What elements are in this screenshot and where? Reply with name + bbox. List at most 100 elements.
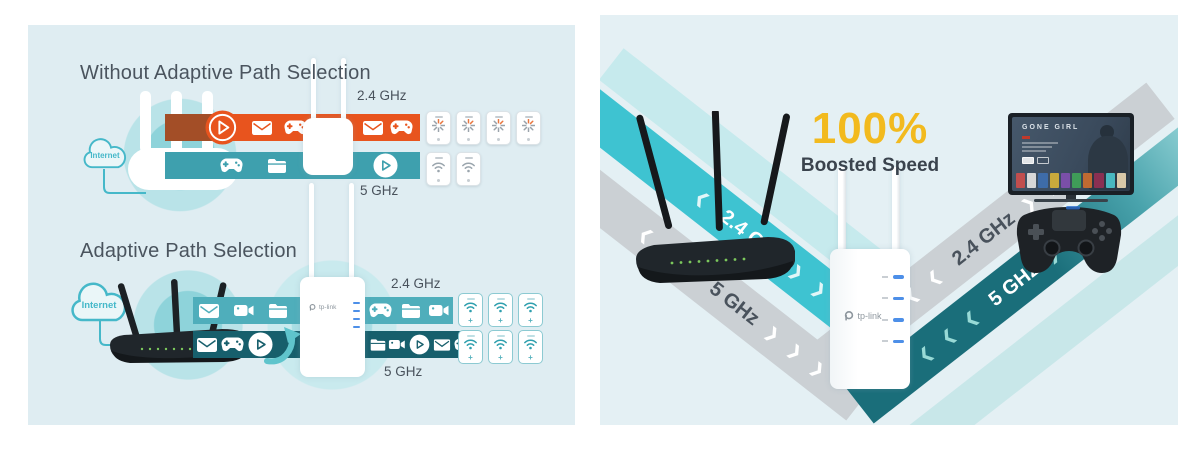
mail-icon — [252, 120, 272, 135]
tp-link-logo: tp-link — [830, 311, 896, 321]
phone-device: + — [488, 330, 513, 364]
folder-icon — [369, 338, 387, 352]
mail-icon — [199, 303, 219, 318]
tv-stand — [1066, 195, 1076, 199]
client-phones-24ghz: +++ — [458, 293, 543, 327]
band-icons — [363, 114, 413, 141]
status-leds — [882, 275, 904, 343]
tv-play-button — [1022, 157, 1034, 164]
camera-icon — [387, 338, 407, 351]
tp-link-logo: tp-link — [309, 304, 336, 311]
path-switch-arrow-icon — [264, 327, 301, 365]
folder-icon — [268, 158, 286, 173]
band-icons — [220, 152, 286, 179]
status-leds — [353, 302, 360, 328]
spinner-icon — [461, 118, 476, 137]
tv-more-button — [1037, 157, 1049, 164]
play-icon — [407, 332, 432, 357]
black-router — [636, 111, 795, 283]
spinner-icon — [491, 118, 506, 137]
phone-device: + — [518, 293, 543, 327]
range-extender: tp-link — [830, 249, 910, 389]
mail-icon — [197, 337, 217, 352]
boost-headline: 100% Boosted Speed — [775, 107, 965, 177]
wifi-icon — [431, 160, 446, 178]
diagram-title: Without Adaptive Path Selection — [80, 61, 371, 84]
router-antenna — [140, 91, 151, 153]
wifi-icon — [523, 337, 538, 355]
phone-device — [456, 152, 481, 186]
extender-antenna — [838, 167, 846, 253]
extender-antenna — [349, 183, 354, 281]
wifi-icon — [461, 160, 476, 178]
folder-icon — [269, 303, 287, 318]
tv-text-line — [1022, 142, 1058, 144]
band-5ghz-label: 5 GHz — [360, 183, 399, 198]
phone-device — [516, 111, 541, 145]
smart-tv: GONE GIRL — [1008, 113, 1134, 202]
wifi-icon — [523, 300, 538, 318]
wifi-icon — [463, 300, 478, 318]
band-24ghz-label: 2.4 GHz — [391, 276, 441, 291]
phone-device — [486, 111, 511, 145]
spinner-icon — [431, 118, 446, 137]
band-icons — [371, 152, 399, 179]
folder-icon — [401, 303, 420, 318]
rating-badge — [1022, 136, 1030, 139]
band-5ghz — [165, 152, 420, 179]
diagram-title: Adaptive Path Selection — [80, 239, 297, 262]
boost-caption: Boosted Speed — [800, 155, 940, 176]
boosted-speed-panel: ❮ 2.4 GHz ❯ ❯ ❮ ❮ ❮ 5 GHz ❯ ❯ ❯ ❮ ❮ 2.4 … — [600, 15, 1178, 425]
extender-antenna — [309, 183, 314, 281]
gamepad-icon — [284, 120, 307, 135]
gamepad-icon — [220, 158, 243, 173]
band-icons — [199, 297, 287, 324]
internet-cloud-icon: Internet — [81, 135, 129, 173]
client-phones-24ghz — [426, 111, 541, 145]
play-badge-icon — [205, 110, 240, 145]
client-phones-5ghz — [426, 152, 481, 186]
phone-device — [426, 152, 451, 186]
extender-antenna — [892, 167, 900, 253]
spinner-icon — [521, 118, 536, 137]
band-icons — [369, 297, 449, 324]
diagram-adaptive-aps: Adaptive Path Selection Internet — [28, 25, 575, 425]
phone-device: + — [458, 330, 483, 364]
camera-icon — [429, 304, 449, 317]
chevrons: ❯ ❯ ❯ — [762, 323, 833, 384]
range-extender: tp-link — [300, 277, 365, 377]
band-icons — [369, 331, 473, 358]
boost-percentage: 100% — [811, 104, 929, 153]
logo-text: tp-link — [319, 304, 337, 311]
movie-posters-row — [1016, 173, 1127, 188]
phone-device: + — [488, 293, 513, 327]
extender-antenna — [311, 58, 316, 122]
extender-antenna — [341, 58, 346, 122]
mail-icon — [432, 338, 452, 352]
wifi-icon — [463, 337, 478, 355]
wifi-icon — [493, 337, 508, 355]
tv-movie-title: GONE GIRL — [1022, 124, 1080, 131]
tv-frame: GONE GIRL — [1008, 113, 1134, 195]
game-controller — [1016, 206, 1122, 273]
phone-device: + — [518, 330, 543, 364]
internet-label: Internet — [90, 151, 120, 160]
wifi-icon — [493, 300, 508, 318]
camera-icon — [234, 304, 254, 317]
cloud-router-link — [103, 169, 146, 194]
gamepad-icon — [221, 337, 244, 352]
phone-device: + — [458, 293, 483, 327]
cloud-router-link — [99, 321, 136, 346]
logo-text: tp-link — [857, 311, 882, 321]
range-extender — [303, 118, 353, 175]
tv-screen: GONE GIRL — [1012, 117, 1130, 191]
path-selection-comparison-panel: Without Adaptive Path Selection Internet — [28, 25, 575, 425]
mail-icon — [363, 120, 383, 135]
tv-text-line — [1022, 150, 1046, 152]
tv-stand-base — [1034, 199, 1108, 202]
band-5ghz-label: 5 GHz — [384, 364, 423, 379]
band-24ghz-label: 2.4 GHz — [357, 88, 407, 103]
band-24ghz — [165, 110, 420, 145]
client-phones-5ghz: +++ — [458, 330, 543, 364]
